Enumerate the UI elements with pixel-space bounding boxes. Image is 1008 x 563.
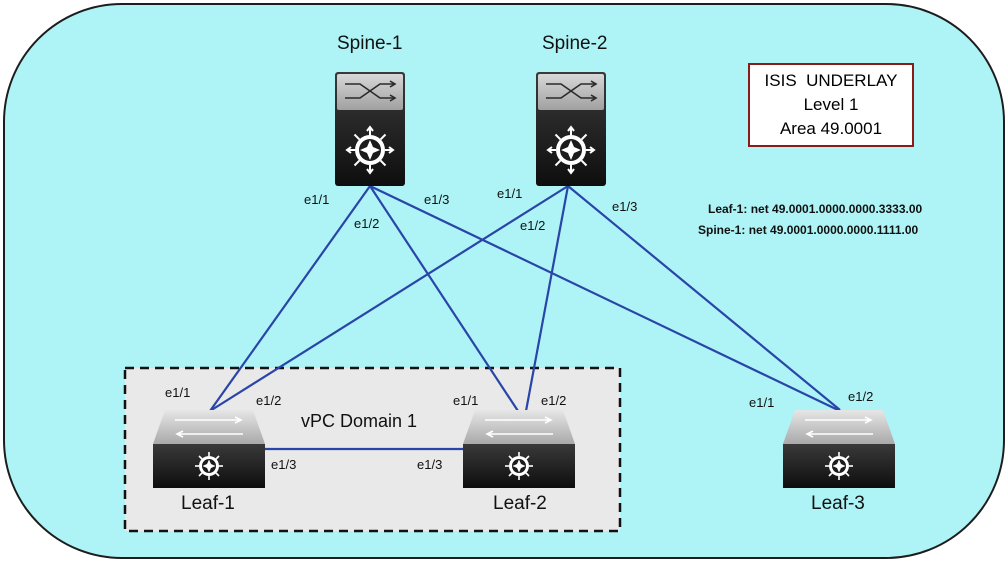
vpc-domain-label: vPC Domain 1 (301, 411, 418, 431)
link-spine2-leaf2 (524, 185, 570, 412)
underlay-level: Level 1 (803, 95, 859, 114)
leaf3-name: Leaf-3 (811, 493, 865, 514)
link-spine2-leaf1 (209, 185, 569, 412)
isis-underlay-info-box: ISIS UNDERLAY Level 1 Area 49.0001 (748, 63, 914, 147)
spine2-name: Spine-2 (542, 33, 608, 54)
port-label: e1/2 (848, 389, 874, 404)
spine1-net-prefix: Spine-1: (698, 223, 746, 237)
link-spine1-leaf3 (369, 185, 839, 411)
spine1-net-value: net 49.0001.0000.0000.1111.00 (748, 223, 919, 237)
port-label: e1/2 (256, 393, 282, 408)
underlay-title: ISIS UNDERLAY (764, 71, 898, 90)
links (209, 185, 841, 451)
port-label: e1/1 (497, 186, 523, 201)
port-label: e1/2 (354, 216, 380, 231)
port-label: e1/1 (165, 385, 191, 400)
leaf1-net-line: Leaf-1: net 49.0001.0000.0000.3333.00 (708, 202, 922, 216)
link-spine2-leaf3 (567, 185, 841, 411)
port-label: e1/2 (520, 218, 546, 233)
port-label: e1/2 (541, 393, 567, 408)
leaf1-net-value: net 49.0001.0000.0000.3333.00 (750, 202, 923, 216)
spine2-device (536, 72, 606, 186)
spine1-name: Spine-1 (337, 33, 403, 54)
spine1-device (335, 72, 405, 186)
port-label: e1/3 (612, 199, 638, 214)
leaf1-net-prefix: Leaf-1: (708, 202, 748, 216)
port-label: e1/1 (304, 192, 330, 207)
leaf2-name: Leaf-2 (493, 493, 547, 514)
port-label: e1/3 (424, 192, 450, 207)
port-label: e1/1 (749, 395, 775, 410)
leaf1-name: Leaf-1 (181, 493, 235, 514)
spine1-net-line: Spine-1: net 49.0001.0000.0000.1111.00 (698, 223, 918, 237)
link-spine1-leaf2 (369, 185, 519, 412)
link-spine1-leaf1 (209, 185, 371, 412)
port-label: e1/1 (453, 393, 479, 408)
underlay-area: Area 49.0001 (779, 119, 883, 138)
port-label: e1/3 (271, 457, 297, 472)
leaf2-device (463, 410, 575, 488)
port-label: e1/3 (417, 457, 443, 472)
leaf1-device (153, 410, 265, 488)
leaf3-device (783, 410, 895, 488)
